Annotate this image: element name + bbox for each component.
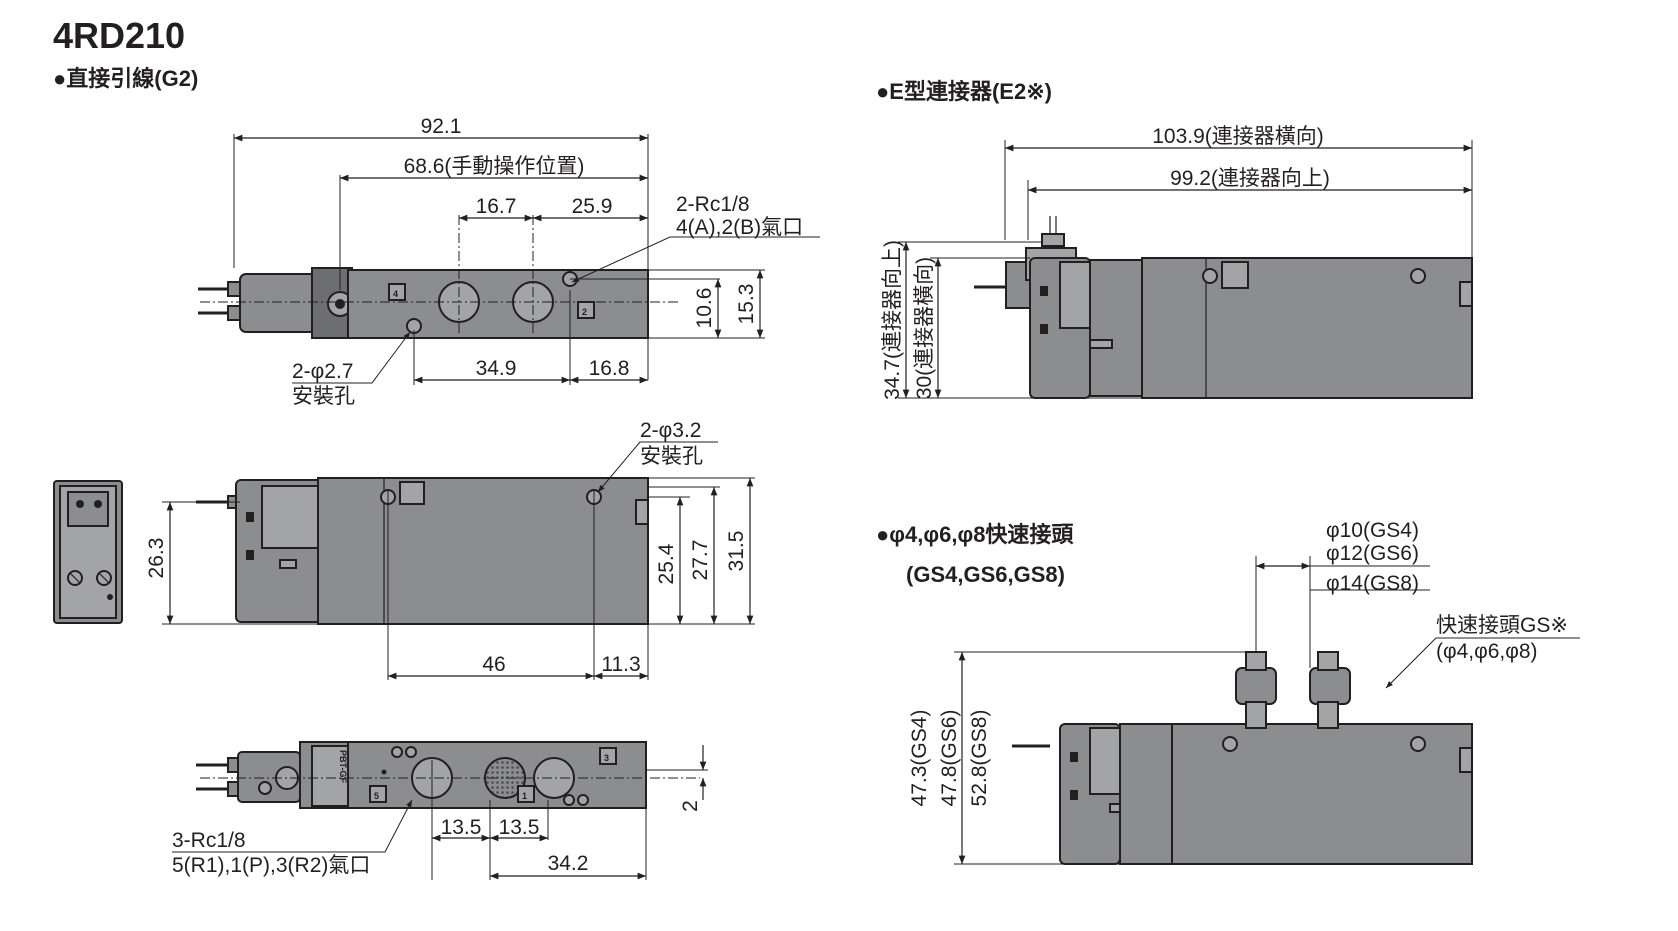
dim-side-46: 46 (482, 653, 505, 676)
dim-side-27-7: 27.7 (689, 540, 712, 581)
fitting-body (1309, 667, 1351, 705)
port-mark-1-text: 1 (522, 791, 527, 801)
dim-height-10-6: 10.6 (693, 288, 716, 329)
dim-e-height-34-7: 34.7(連接器向上) (881, 240, 904, 400)
port-callout-size: 2-Rc1/8 (676, 193, 750, 216)
dim-hole-pitch: 34.9 (476, 357, 517, 380)
label-plate (311, 745, 349, 807)
dim-port-to-end: 25.9 (572, 195, 613, 218)
model-title: 4RD210 (53, 15, 185, 56)
dim-side-11-3: 11.3 (601, 653, 640, 676)
dim-manual-position: 68.6(手動操作位置) (404, 155, 585, 178)
fitting-callout-title: 快速接頭GS※ (1436, 614, 1568, 637)
side-hole-callout-size: 2-φ3.2 (640, 419, 701, 442)
dim-side-31-5: 31.5 (725, 531, 748, 572)
fitting-phi-gs8: φ14(GS8) (1326, 572, 1419, 595)
dim-gs4-height: 47.3(GS4) (908, 710, 931, 807)
fitting-collet (1317, 651, 1339, 671)
dim-e-width-99-2: 99.2(連接器向上) (1170, 167, 1330, 190)
gs-fitting-view: φ10(GS4) φ12(GS6) φ14(GS8) 快速接頭GS※ (φ4,φ… (908, 519, 1580, 865)
dim-gs6-height: 47.8(GS6) (938, 710, 961, 807)
bottom-port-callout-ports: 5(R1),1(P),3(R2)氣口 (172, 854, 370, 877)
port-mark-2-text: 2 (582, 307, 587, 317)
port-callout-ports: 4(A),2(B)氣口 (676, 216, 803, 239)
bottom-view: PBT-GF 5 1 3 13.5 13.5 34.2 2 3-Rc1/8 5(… (172, 741, 708, 880)
connector-face (67, 491, 109, 527)
dim-bottom-13-5-b: 13.5 (499, 816, 540, 839)
heading-direct-wiring: ●直接引線(G2) (53, 66, 198, 91)
e-coil (1089, 259, 1143, 397)
mount-hole (1410, 268, 1426, 284)
dim-height-15-3: 15.3 (735, 284, 758, 325)
solenoid-coil (239, 273, 317, 333)
port-mark-1 (517, 785, 535, 803)
dim-port-pitch: 16.7 (476, 195, 517, 218)
side-hole-callout-text: 安裝孔 (640, 445, 703, 468)
manual-slot (399, 481, 425, 505)
connector-plug-top (1041, 233, 1065, 247)
dim-bottom-34-2: 34.2 (548, 852, 589, 875)
dim-hole-to-end: 16.8 (589, 357, 630, 380)
port-mark-4 (388, 283, 406, 301)
material-mark: PBT-GF (338, 750, 348, 784)
dim-bottom-offset: 2 (679, 800, 702, 812)
port-mark-5-text: 5 (374, 791, 379, 801)
heading-fitting-codes: (GS4,GS6,GS8) (906, 562, 1065, 587)
fitting-collet (1245, 651, 1267, 671)
dim-e-width-103-9: 103.9(連接器橫向) (1152, 125, 1324, 148)
heading-e-connector: ●E型連接器(E2※) (876, 79, 1052, 104)
dim-e-height-30: 30(連接器橫向) (913, 257, 936, 399)
hole-callout-text: 安裝孔 (292, 385, 355, 408)
dim-gs8-height: 52.8(GS8) (968, 710, 991, 807)
mount-hole (1202, 268, 1218, 284)
port-mark-4-text: 4 (393, 289, 398, 299)
dim-side-25-4: 25.4 (655, 543, 678, 584)
port-mark-5 (369, 785, 387, 803)
port-mark-3 (599, 747, 617, 765)
fitting-phi-gs6: φ12(GS6) (1326, 542, 1419, 565)
fitting-body (1235, 667, 1277, 705)
fitting-phi-gs4: φ10(GS4) (1326, 519, 1419, 542)
dim-bottom-13-5-a: 13.5 (441, 816, 482, 839)
top-view: 4 2 92.1 68.6(手動操作位置) 16.7 25.9 34.9 16.… (198, 115, 820, 408)
bottom-port-callout-size: 3-Rc1/8 (172, 829, 246, 852)
hole-callout-size: 2-φ2.7 (292, 360, 353, 383)
mount-hole (1410, 736, 1426, 752)
side-view: 26.3 25.4 27.7 31.5 46 11.3 2-φ3.2 安裝孔 (145, 419, 755, 680)
gs-coil (1119, 723, 1173, 865)
heading-fitting: ●φ4,φ6,φ8快速接頭 (876, 522, 1074, 547)
e-connector-view: 103.9(連接器橫向) 99.2(連接器向上) 34.7(連接器向上) 30(… (881, 125, 1473, 400)
port-mark-3-text: 3 (604, 753, 609, 763)
gs-valve-body (1171, 723, 1473, 865)
fitting-callout-sizes: (φ4,φ6,φ8) (1436, 640, 1538, 663)
dim-overall-length: 92.1 (421, 115, 462, 138)
mount-hole (1222, 736, 1238, 752)
dim-side-26-3: 26.3 (145, 538, 168, 579)
valve-body (347, 269, 649, 339)
end-view (53, 480, 123, 624)
